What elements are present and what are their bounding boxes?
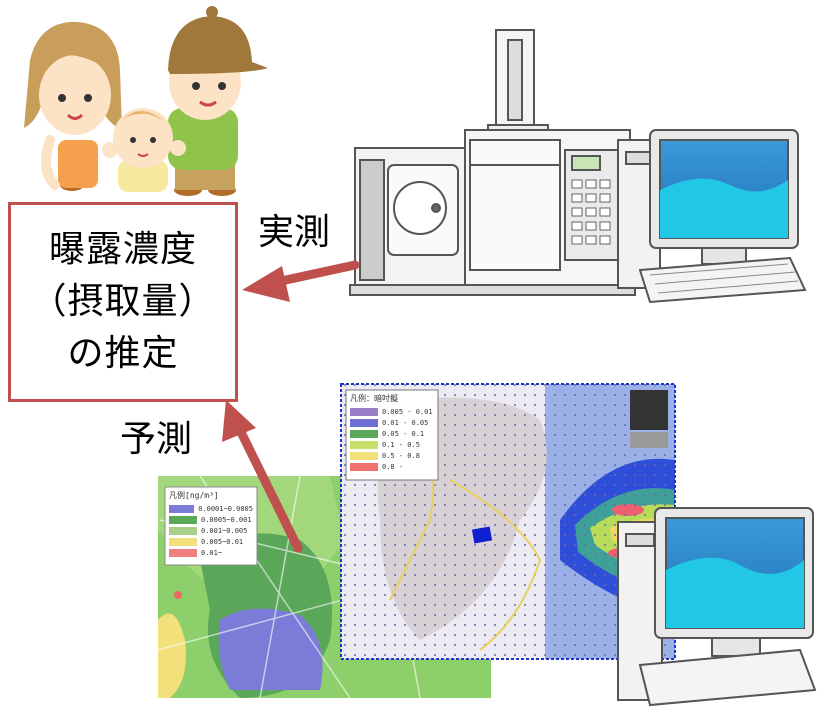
map-left-legend-swatch [169,548,197,557]
estimate-line-2: （摂取量） [30,281,216,322]
map-right-legend-swatch [350,418,378,427]
map-left-legend-label: 0.01~ [201,548,223,557]
analytical-instrument-illustration [349,29,636,296]
map-left-legend-item: 0.005~0.01 [166,536,256,547]
map-left-legend-item: 0.01~ [166,547,256,558]
estimate-line-3: の推定 [67,333,179,374]
map-left-legend-item: 0.0001~0.0005 [166,503,256,514]
map-left-legend-swatch [169,504,195,513]
map-right-legend-swatch [350,451,378,460]
map-right-legend-item: 0.005 - 0.01 [347,406,437,417]
map-right-legend-label: 0.5 - 0.8 [382,451,420,460]
baby-figure [102,108,186,192]
computer-bottom-illustration [617,507,817,707]
map-right-legend-swatch [350,429,378,438]
map-right-legend-item: 0.01 - 0.05 [347,417,437,428]
family-illustration [24,6,268,196]
mother-figure [24,21,122,191]
measure-label: 実測 [258,212,331,253]
father-figure [168,6,268,196]
map-left-legend-item: 0.001~0.005 [166,525,256,536]
map-left-legend-label: 0.005~0.01 [201,537,244,546]
map-right-legend-item: 0.1 - 0.5 [347,439,437,450]
map-right-legend-swatch [350,407,378,416]
map-right-legend-item: 0.05 - 0.1 [347,428,437,439]
map-right-legend-label: 0.1 - 0.5 [382,440,420,449]
predict-arrow [222,400,303,553]
map-right-legend-item: 0.5 - 0.8 [347,450,437,461]
computer-top-illustration [617,129,807,304]
map-right-legend-label: 0.01 - 0.05 [382,418,429,427]
map-left-legend-swatch [169,526,197,535]
map-right-legend-item: 0.8 - [347,461,437,472]
map-left-legend-item: 0.0005~0.001 [166,514,256,525]
map-right-legend-swatch [350,440,378,449]
map-left-legend-swatch [169,537,197,546]
map-right-legend-label: 0.005 - 0.01 [382,407,433,416]
map-left-legend-label: 0.0001~0.0005 [198,504,253,513]
predict-label: 予測 [120,419,193,460]
map-right-legend-label: 0.05 - 0.1 [382,429,425,438]
map-left [157,475,491,699]
map-left-legend-label: 0.001~0.005 [201,526,248,535]
map-right-legend-swatch [350,462,378,471]
measure-arrow [242,260,360,302]
estimate-line-1: 曝露濃度 [48,229,197,270]
map-right-legend-title: 凡例：暗吋擬 [350,394,398,403]
map-left-legend-label: 0.0005~0.001 [201,515,252,524]
map-right-legend: 凡例：暗吋擬 0.005 - 0.01 0.01 - 0.05 0.05 - 0.1… [347,391,437,479]
exposure-estimate-box: 曝露濃度 （摂取量） の推定 [8,202,238,402]
map-left-legend-title: 凡例[ng/m³] [169,491,219,500]
map-left-legend: 凡例[ng/m³] 0.0001~0.0005 0.0005~0.001 0.001… [166,488,256,564]
map-right-legend-label: 0.8 - [382,462,404,471]
map-left-legend-swatch [169,515,197,524]
